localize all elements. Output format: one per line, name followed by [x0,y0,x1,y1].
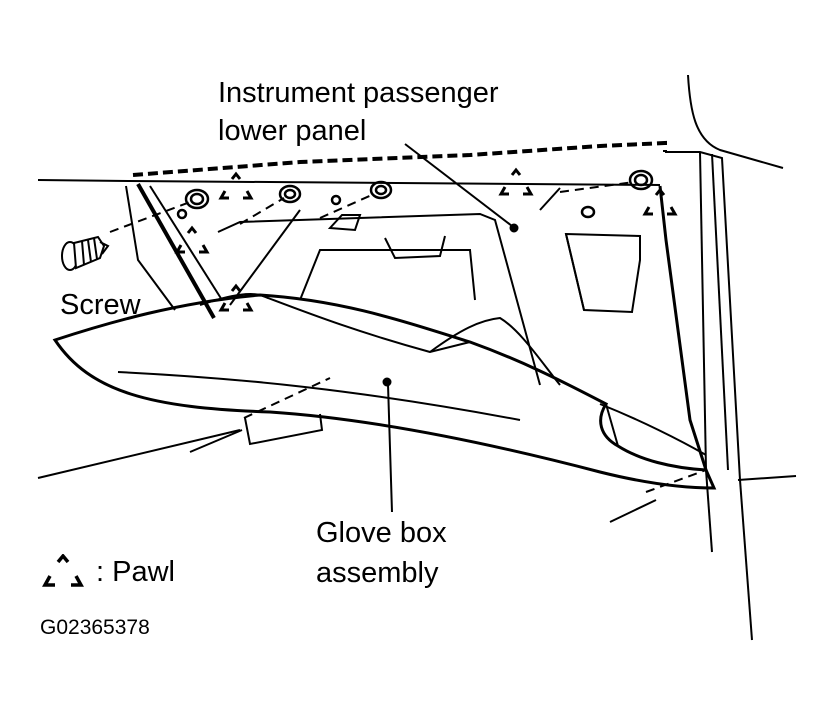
label-screw: Screw [60,289,141,321]
screw-icon [61,235,110,271]
dashboard-outline [37,74,784,186]
recycle-triangle-icon [42,554,84,587]
instrument-lower-panel [125,183,641,386]
label-glove-box-line2: assembly [316,557,439,589]
pawl-markers [175,168,677,312]
pawl-legend: : Pawl [42,552,175,592]
right-pillar [658,151,797,641]
screw-holes [176,169,654,220]
label-instrument-panel-line2: lower panel [218,115,367,147]
background-lines [37,429,657,523]
figure-code: G02365378 [40,616,150,639]
leader-lines [382,143,519,513]
label-glove-box-line1: Glove box [316,517,447,549]
label-instrument-panel-line1: Instrument passenger [218,77,499,109]
legend-text: : Pawl [96,556,175,588]
glove-box-assembly [52,293,717,490]
